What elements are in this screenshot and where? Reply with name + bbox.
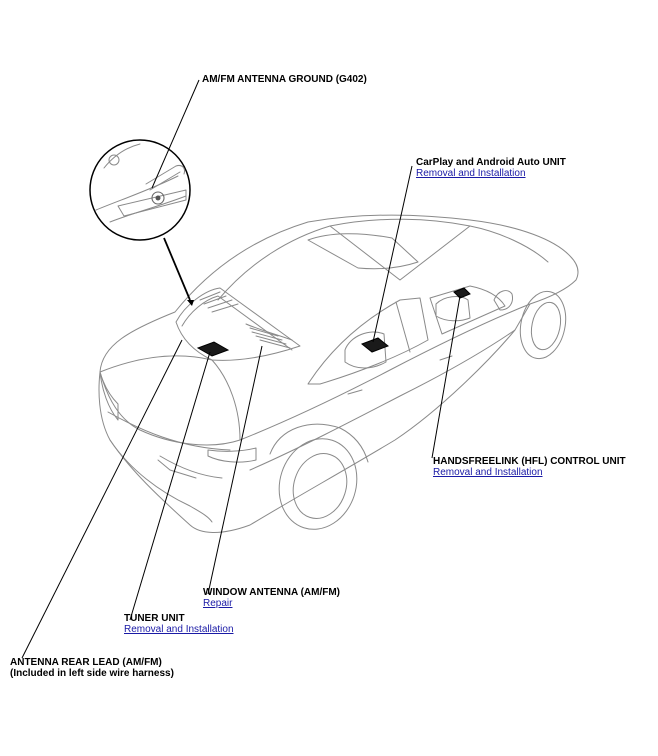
- hfl-callout: HANDSFREELINK (HFL) CONTROL UNIT Removal…: [433, 456, 626, 478]
- carplay-label: CarPlay and Android Auto UNIT: [416, 157, 566, 168]
- hfl-label: HANDSFREELINK (HFL) CONTROL UNIT: [433, 456, 626, 467]
- carplay-unit-shape: [361, 337, 389, 353]
- rear-lead-label: ANTENNA REAR LEAD (AM/FM): [10, 657, 162, 668]
- leader-lines: [21, 79, 461, 659]
- carplay-callout: CarPlay and Android Auto UNIT Removal an…: [416, 157, 566, 179]
- tuner-unit-shape: [196, 341, 230, 357]
- carplay-removal-link[interactable]: Removal and Installation: [416, 168, 526, 179]
- window-antenna-repair-link[interactable]: Repair: [203, 598, 233, 609]
- rear-lead-callout: ANTENNA REAR LEAD (AM/FM) (Included in l…: [10, 657, 174, 679]
- tuner-label: TUNER UNIT: [124, 613, 185, 624]
- rear-lead-note: (Included in left side wire harness): [10, 668, 174, 679]
- tuner-removal-link[interactable]: Removal and Installation: [124, 624, 234, 635]
- ground-callout: AM/FM ANTENNA GROUND (G402): [202, 74, 367, 85]
- window-antenna-label: WINDOW ANTENNA (AM/FM): [203, 587, 341, 598]
- hfl-removal-link[interactable]: Removal and Installation: [433, 467, 543, 478]
- car-illustration: [98, 214, 579, 533]
- window-antenna-callout: WINDOW ANTENNA (AM/FM) Repair: [203, 587, 340, 609]
- ground-detail-inset: [89, 139, 191, 241]
- tuner-callout: TUNER UNIT Removal and Installation: [124, 613, 234, 635]
- hfl-unit-shape: [453, 287, 471, 299]
- window-antenna-grid: [199, 291, 293, 349]
- ground-label: AM/FM ANTENNA GROUND (G402): [202, 74, 367, 85]
